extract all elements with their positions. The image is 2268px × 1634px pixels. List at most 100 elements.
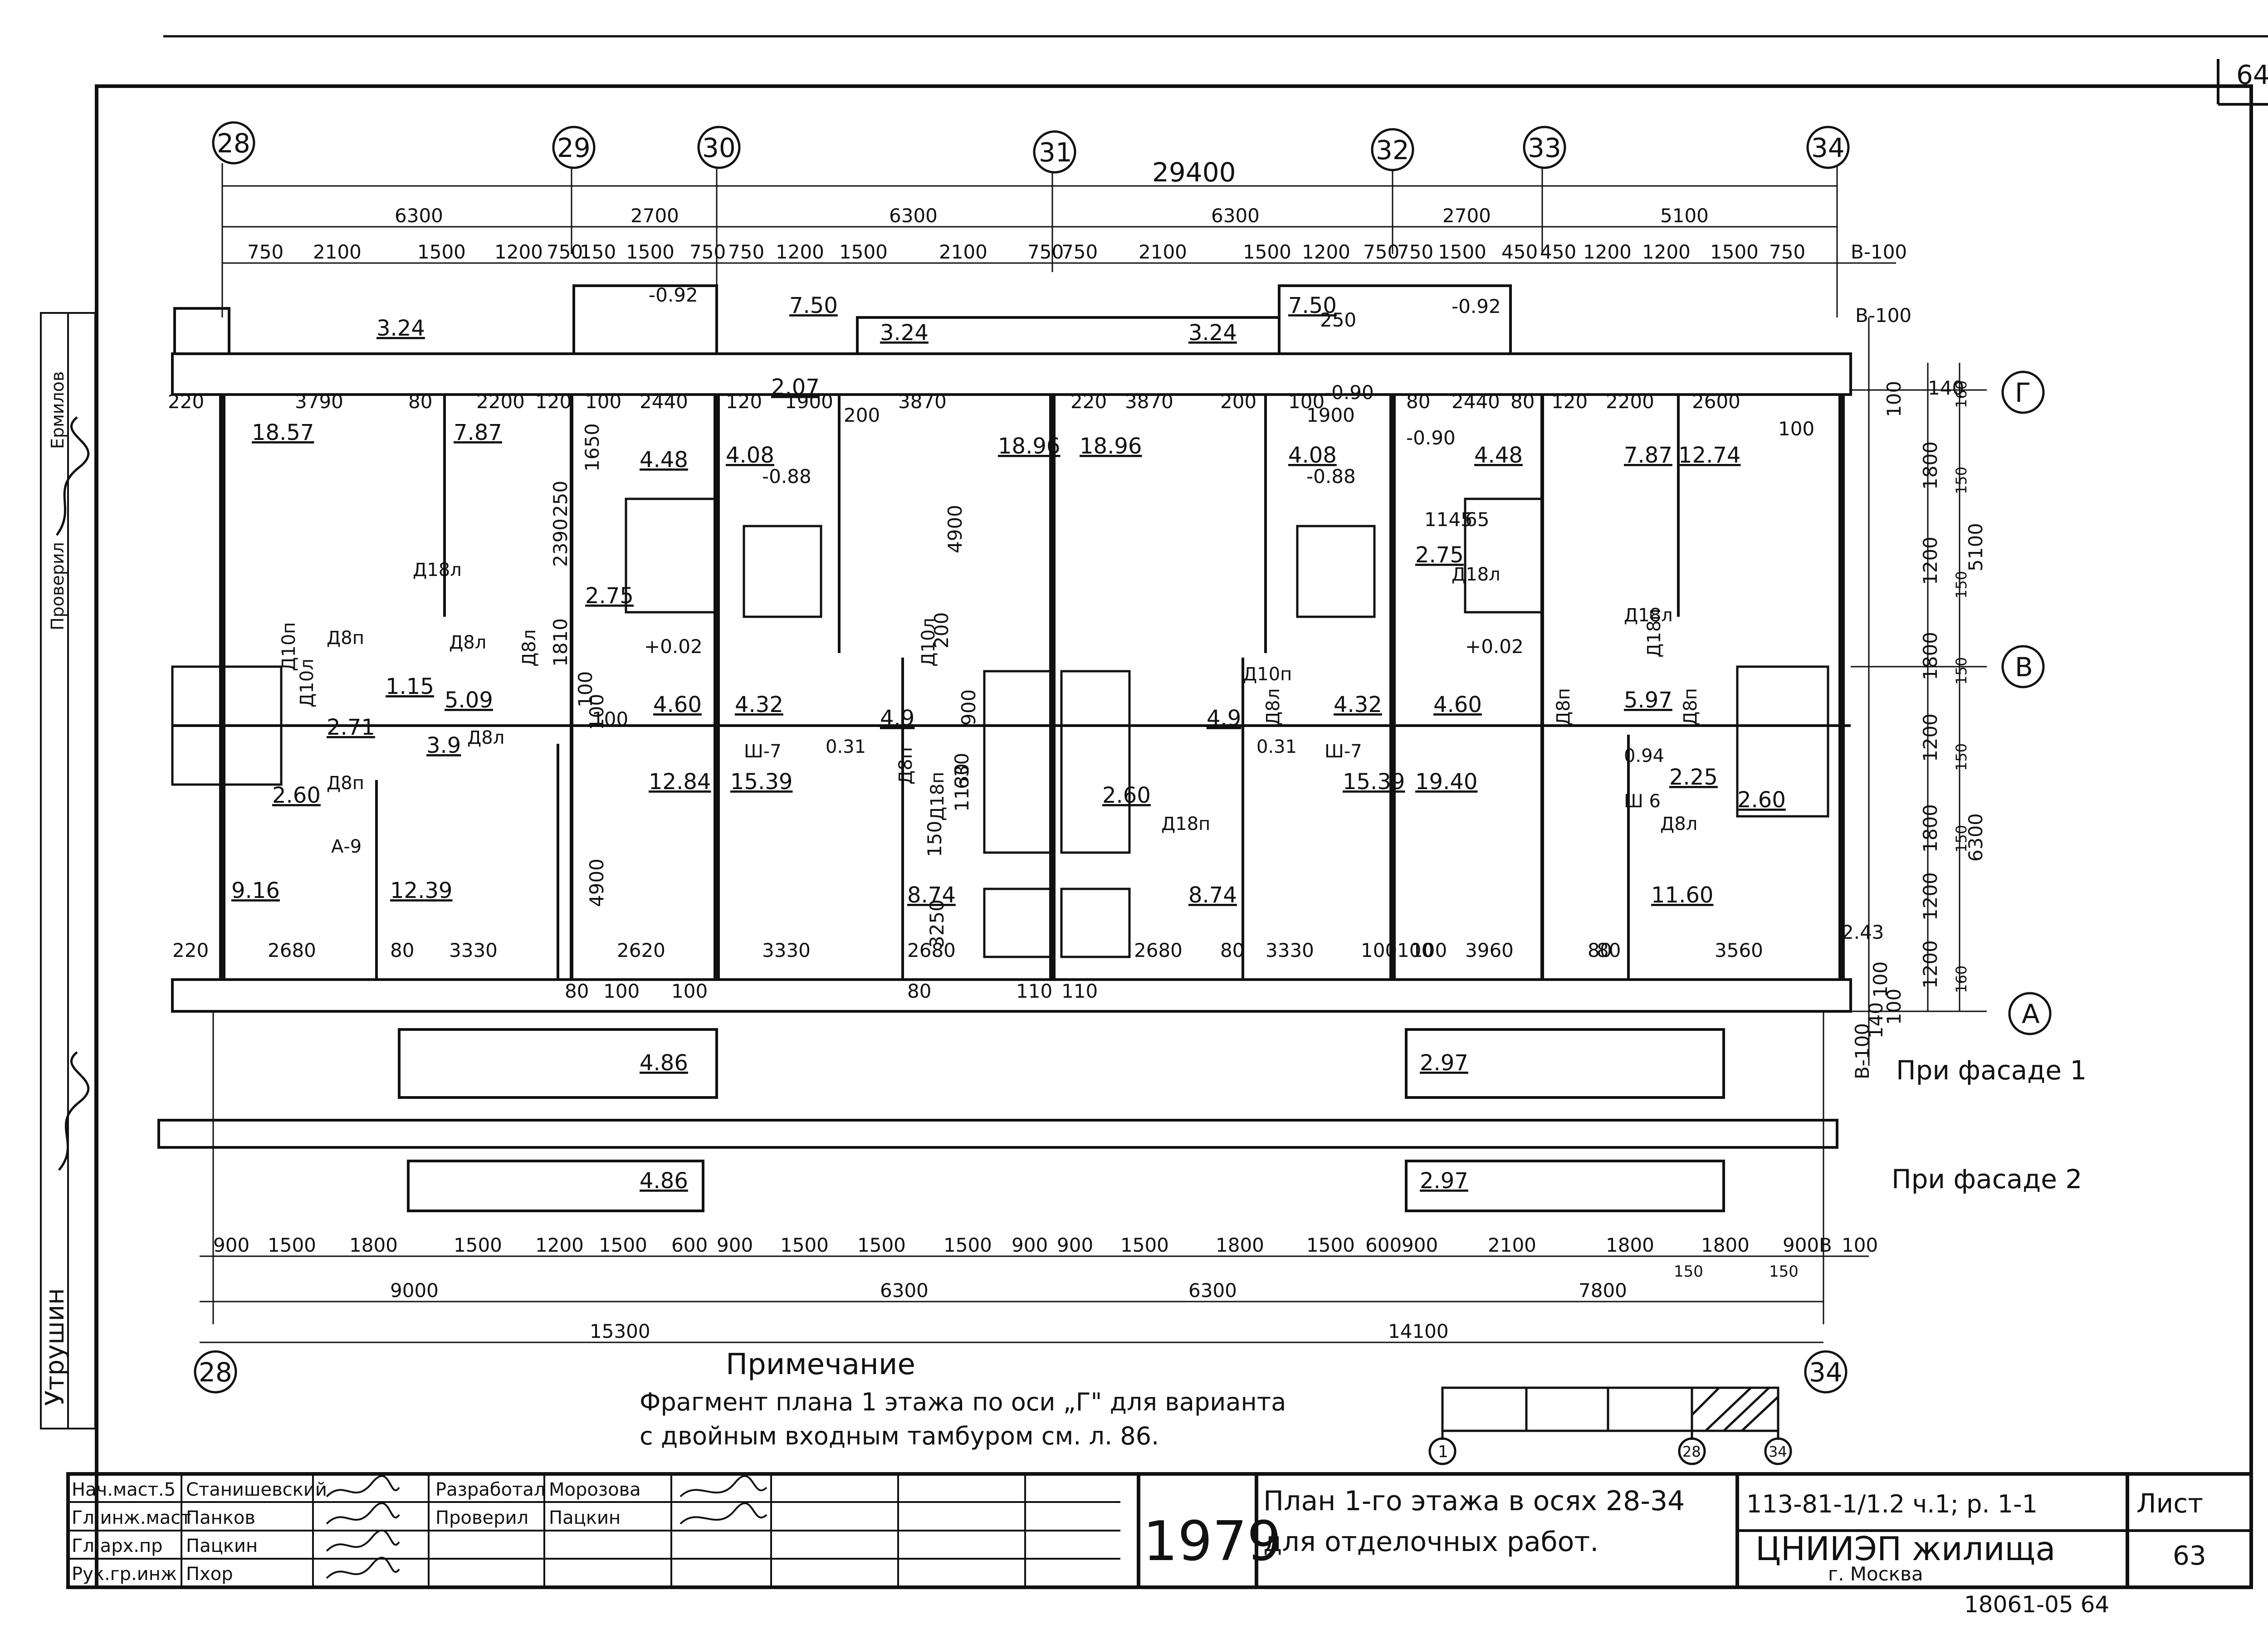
room-dim-28: 100 [592, 708, 628, 730]
room-dim-45: 3330 [1266, 939, 1314, 961]
room-dim-16: 80 [1406, 390, 1430, 413]
room-area-23: 8.74 [1188, 883, 1237, 908]
tb-role-0: Нач.маст.5 [72, 1479, 176, 1500]
dim-right-6300: 6300 [1965, 813, 1987, 862]
dim-row3-25: 750 [1769, 241, 1805, 263]
room-area-7: 4.48 [1474, 443, 1523, 468]
tb-year: 1979 [1143, 1510, 1281, 1573]
door-mark-15: Д8л [519, 629, 540, 667]
facade-note-2: При фасаде 2 [1892, 1164, 2082, 1195]
room-area-12: 2.71 [327, 715, 375, 740]
dim-row3-0: 750 [247, 241, 284, 263]
room-dim-5: 100 [585, 390, 621, 413]
dim-bottom-row1-20: 1800 [1701, 1234, 1750, 1256]
room-area-31: 2.60 [1737, 787, 1786, 813]
room-area-20: 4.9 [880, 706, 914, 731]
room-area-22: 8.74 [907, 883, 956, 908]
door-mark-2: Д18л [413, 560, 462, 580]
room-dim-58: 80 [907, 980, 931, 1002]
dim-bottom-14100: 14100 [1388, 1320, 1449, 1342]
room-dim-9: 200 [844, 404, 880, 426]
level-marks: -0.92-0.92-0.88-0.88-0.90-0.90+0.02+0.02 [644, 284, 1524, 658]
dim-bottom-row1-6: 600 [671, 1234, 708, 1256]
dim-right-inner-0: 160 [1953, 380, 1970, 408]
room-dim-33: 220 [172, 939, 209, 961]
dim-bottom-row1-14: 1800 [1216, 1234, 1264, 1256]
key-plan-28: 28 [1682, 1443, 1701, 1460]
dim-bottom-row1-5: 1500 [599, 1234, 647, 1256]
dim-row3-15: 1500 [1243, 241, 1291, 263]
room-area-21: 2.60 [1102, 783, 1151, 808]
door-mark-12: Д8л [1263, 688, 1284, 726]
right-dimensions: 1800120018001200180012001200160150150150… [1919, 380, 1970, 993]
tb-signatures [326, 1475, 767, 1579]
bottom-dimensions: 9000 6300 6300 7800 15300 14100 150 150 [390, 1263, 1799, 1342]
room-dim-24: 2390 [549, 518, 572, 567]
key-plan [1428, 1386, 1792, 1465]
room-dim-63: 250 [1320, 309, 1356, 331]
dim-right-misc-0: 140 [1928, 377, 1964, 399]
room-area-34: 3.24 [880, 320, 929, 346]
room-area-2: 4.48 [640, 447, 688, 473]
dim-row2-6: 5100 [1660, 205, 1709, 227]
dim-row3-6: 1500 [626, 241, 675, 263]
room-dim-36: 3330 [449, 939, 498, 961]
door-mark-0: Д8п [327, 628, 364, 649]
room-dim-50: 3560 [1715, 939, 1763, 961]
tb-name2-1: Морозова [549, 1479, 641, 1500]
room-area-15: 12.39 [390, 878, 452, 903]
side-stamp [40, 312, 96, 1429]
room-dim-10: 3870 [898, 390, 947, 413]
facade-note-1: При фасаде 1 [1896, 1055, 2087, 1086]
room-area-8: 7.87 [1624, 443, 1672, 468]
axis-34-bottom-label: 34 [1809, 1357, 1843, 1388]
room-dim-40: 2680 [907, 939, 956, 961]
dim-bottom-row1-9: 1500 [857, 1234, 906, 1256]
room-dim-29: 4900 [586, 858, 608, 907]
axis-32: 32 [1371, 128, 1414, 171]
room-dim-48: 3960 [1465, 939, 1514, 961]
dim-right-misc-7: 2.43 [1842, 921, 1884, 943]
tb-name2-2: Пацкин [549, 1507, 621, 1528]
tb-title-1: План 1-го этажа в осях 28-34 [1263, 1485, 1685, 1517]
room-area-30: 2.25 [1669, 765, 1718, 790]
dim-bottom-6300-a: 6300 [880, 1279, 929, 1302]
room-dim-8: 1900 [785, 390, 833, 413]
level-0: -0.92 [649, 284, 698, 306]
dim-row3-1: 2100 [313, 241, 362, 263]
room-dim-56: 630 [951, 753, 973, 789]
room-area-14: 9.16 [231, 878, 280, 903]
door-mark-8: Д18л [1452, 564, 1501, 585]
axis-31: 31 [1033, 130, 1076, 174]
cabinet-0: Ш-7 [744, 741, 782, 762]
room-area-39: 2.75 [585, 583, 634, 609]
dim-bottom-row1-0: 900 [213, 1234, 249, 1256]
room-area-19: 4.32 [735, 692, 783, 717]
door-mark-16: Д18л [1624, 605, 1673, 626]
room-dim-59: 80 [1588, 939, 1612, 961]
level-3: -0.88 [1306, 465, 1356, 488]
room-dim-62: 100 [1411, 939, 1447, 961]
axis-29-label: 29 [557, 132, 591, 163]
dim-right-outer-3: 1200 [1919, 713, 1941, 762]
dim-row3-3: 1200 [494, 241, 543, 263]
room-dim-55: 1130 [951, 763, 973, 812]
bottom-dimension-lines [200, 1255, 1869, 1343]
dim-right-outer-4: 1800 [1919, 804, 1941, 853]
room-dim-6: 2440 [640, 390, 688, 413]
tb-sheet-label: Лист [2136, 1488, 2203, 1519]
dim-row3-24: 1500 [1710, 241, 1759, 263]
top-dimension-lines [222, 185, 1896, 264]
room-dim-49: 80 [1597, 939, 1621, 961]
note-title: Примечание [726, 1348, 915, 1381]
title-block [66, 1472, 2253, 1589]
dim-bottom-row1-3: 1500 [454, 1234, 502, 1256]
dim-row3-10: 1500 [839, 241, 888, 263]
dim-row3-23: 1200 [1642, 241, 1691, 263]
room-dim-14: 100 [1288, 390, 1325, 413]
door-mark-18: Д8л [1660, 814, 1697, 834]
room-area-40: 2.75 [1415, 542, 1464, 568]
